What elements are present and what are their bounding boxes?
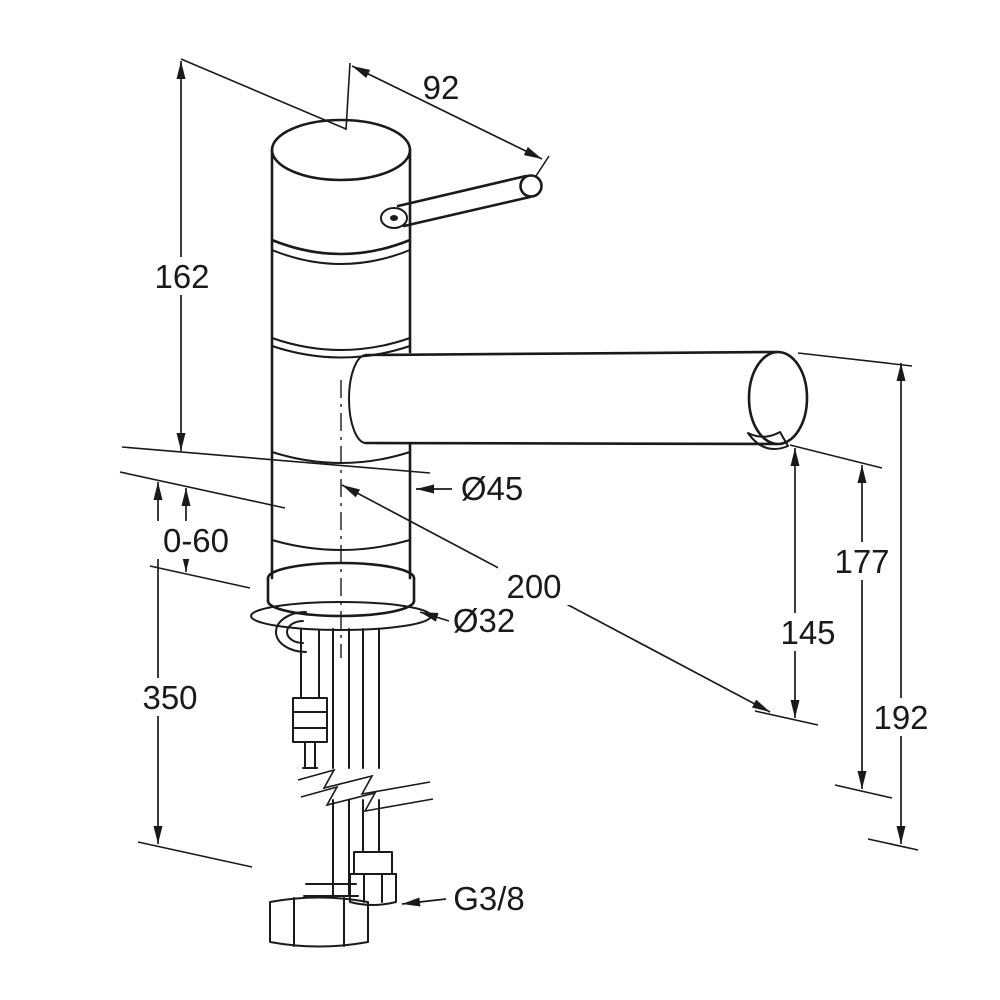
dimension-labels: 92 162 0-60 350 Ø45 200 Ø32 177 145 192 … — [142, 69, 928, 917]
ext-192-bottom — [867, 838, 919, 851]
faucet-outline — [250, 118, 809, 948]
ext-hose-end-left — [137, 841, 253, 868]
body-seam-upper-2 — [271, 345, 411, 359]
cap-bottom-seam — [270, 238, 412, 256]
ext-162-top — [180, 58, 347, 130]
dim-line-92 — [351, 65, 543, 160]
dim-hose-length-label: 350 — [142, 679, 197, 716]
label-bg-177 — [826, 542, 898, 580]
bottom-nut-outline — [269, 896, 369, 948]
label-bg-350 — [134, 678, 206, 716]
spout-top-edge — [364, 350, 779, 357]
hose-connector-collar — [349, 851, 397, 875]
mounting-nut — [292, 697, 328, 743]
dim-underside-height-label: 145 — [780, 614, 835, 651]
dim-total-height-label: 192 — [873, 699, 928, 736]
label-bg-192 — [865, 698, 937, 736]
dim-upper-height-label: 162 — [154, 258, 209, 295]
aerator-outlet — [747, 431, 789, 450]
stud-tip — [302, 741, 318, 769]
dim-spout-offset-label: 92 — [423, 69, 460, 106]
spout-end — [747, 350, 809, 446]
break-line-upper — [297, 768, 431, 796]
spout-bottom-edge — [364, 441, 779, 446]
extension-lines — [119, 58, 919, 868]
leader-diameter-32 — [419, 611, 450, 622]
label-bg-162 — [146, 257, 218, 295]
cap-ring — [271, 249, 411, 265]
ext-177-bottom — [834, 784, 893, 799]
break-line-lower — [300, 785, 434, 813]
body-seam-upper — [271, 337, 411, 351]
dim-outlet-height-label: 177 — [834, 543, 889, 580]
body-cap-top — [270, 118, 412, 182]
hose-connector-nut — [349, 873, 397, 906]
dim-body-diameter-label: Ø45 — [461, 470, 523, 507]
bottom-washer — [303, 883, 359, 897]
horseshoe-washer-outer — [275, 611, 307, 653]
dim-spout-reach-label: 200 — [506, 568, 561, 605]
leader-thread — [401, 897, 447, 907]
mounting-nut-lines — [292, 711, 328, 729]
label-bg-200 — [498, 567, 570, 605]
handle-screw — [380, 207, 408, 229]
dim-shank-diameter-label: Ø32 — [453, 602, 515, 639]
spout-root-arc — [348, 354, 367, 444]
dimension-lines — [153, 61, 906, 907]
ext-deck-bottom — [149, 565, 251, 589]
handle-lever-end — [519, 174, 543, 198]
handle-lever-bottom — [402, 195, 532, 228]
handle-lever-top — [396, 174, 528, 208]
dim-deck-thickness-label: 0-60 — [163, 522, 229, 559]
ext-cap-top — [345, 62, 351, 131]
label-bg-0-60 — [150, 521, 242, 559]
horseshoe-washer-inner — [286, 620, 304, 644]
label-backgrounds — [134, 257, 937, 736]
handle-screw-dot — [390, 215, 398, 221]
ext-deck-top — [119, 471, 286, 509]
label-bg-145 — [772, 613, 844, 651]
ext-192-top — [797, 352, 913, 367]
bottom-nut-facets — [293, 897, 345, 947]
ext-145-bottom — [754, 710, 819, 726]
ext-92-handle — [535, 155, 550, 177]
ext-spout-underside-right — [789, 444, 883, 469]
thread-size-label: G3/8 — [453, 880, 525, 917]
ext-spout-underside-left — [121, 446, 431, 474]
